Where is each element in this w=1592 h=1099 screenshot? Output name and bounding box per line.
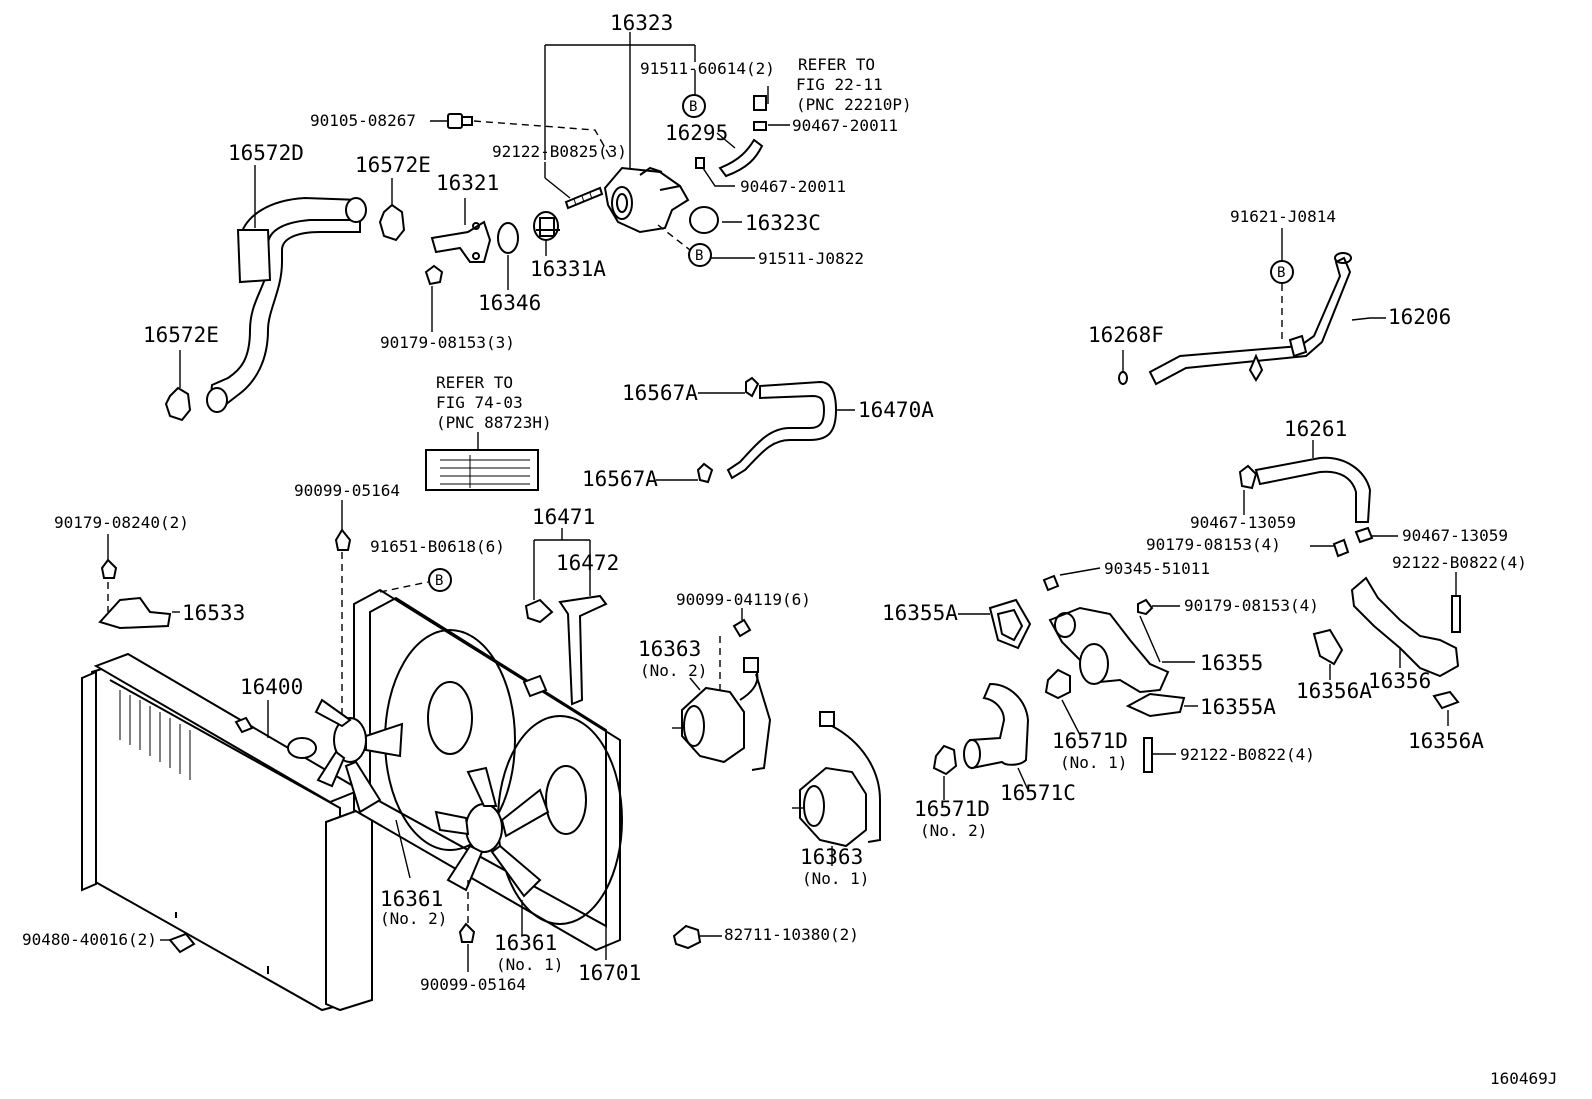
label-90179-08153-4b: 90179-08153(4) [1184, 596, 1319, 615]
label-16363-2-sub: (No. 2) [640, 661, 707, 680]
label-90467-20011-a: 90467-20011 [792, 116, 898, 135]
label-refer-22-line1: REFER TO [798, 55, 875, 74]
label-16361-2-sub: (No. 2) [380, 909, 447, 928]
label-16572E-bot: 16572E [143, 323, 219, 347]
label-92122-B0825: 92122-B0825(3) [492, 142, 627, 161]
label-16567A-b: 16567A [582, 467, 658, 491]
label-16572D: 16572D [228, 141, 304, 165]
fan-blades-group [314, 698, 550, 972]
bypass-hose-16470A-group [656, 376, 855, 484]
label-16356A-a: 16356A [1296, 679, 1372, 703]
label-91651-B0618: 91651-B0618(6) [370, 537, 505, 556]
label-91511-J0822: 91511-J0822 [758, 249, 864, 268]
label-82711-10380: 82711-10380(2) [724, 925, 859, 944]
label-90467-13059-a: 90467-13059 [1190, 513, 1296, 532]
label-refer-74-line1: REFER TO [436, 373, 513, 392]
label-16472: 16472 [556, 551, 619, 575]
label-16567A-a: 16567A [622, 381, 698, 405]
label-90467-13059-b: 90467-13059 [1402, 526, 1508, 545]
label-16361-1: 16361 [494, 931, 557, 955]
label-90099-05164-a: 90099-05164 [294, 481, 400, 500]
fan-motors-group [672, 608, 881, 950]
label-16363-1-sub: (No. 1) [802, 869, 869, 888]
radiator-fins [119, 690, 191, 780]
label-91621-J0814: 91621-J0814 [1230, 207, 1336, 226]
fan-no2-shape [314, 698, 404, 814]
fan-no1-shape [434, 766, 550, 898]
label-refer-74-line3: (PNC 88723H) [436, 413, 552, 432]
label-90179-08240: 90179-08240(2) [54, 513, 189, 532]
label-refer-22-line2: FIG 22-11 [796, 75, 883, 94]
label-16571C: 16571C [1000, 781, 1076, 805]
label-16356: 16356 [1368, 669, 1431, 693]
b-marker-4: B [435, 573, 443, 589]
label-16363-2: 16363 [638, 637, 701, 661]
label-92122-B0822-a: 92122-B0822(4) [1392, 553, 1527, 572]
water-outlet-group [932, 567, 1461, 800]
label-90099-04119: 90099-04119(6) [676, 590, 811, 609]
label-16268F: 16268F [1088, 323, 1164, 347]
diagram-id: 160469J [1490, 1069, 1557, 1088]
label-16295: 16295 [665, 121, 728, 145]
label-90099-05164-b: 90099-05164 [420, 975, 526, 994]
label-refer-22-line3: (PNC 22210P) [796, 95, 912, 114]
water-pipe-16206-group [1118, 228, 1386, 386]
label-16701: 16701 [578, 961, 641, 985]
label-16355: 16355 [1200, 651, 1263, 675]
label-16261: 16261 [1284, 417, 1347, 441]
label-16323C: 16323C [745, 211, 821, 235]
label-refer-74-line2: FIG 74-03 [436, 393, 523, 412]
bolt-90105-shape [447, 113, 473, 129]
water-inlet-16321-shape [430, 220, 492, 263]
label-16361-2: 16361 [380, 887, 443, 911]
upper-hose-shape [206, 196, 367, 413]
label-90179-08153-3: 90179-08153(3) [380, 333, 515, 352]
thermostat-shape [533, 211, 560, 241]
label-16355A-a: 16355A [882, 601, 958, 625]
motor-no2-shape [672, 657, 772, 771]
label-16355A-b: 16355A [1200, 695, 1276, 719]
label-16346: 16346 [478, 291, 541, 315]
label-plate-group [425, 432, 539, 491]
water-inlet-housing-shape [603, 166, 690, 234]
label-16400: 16400 [240, 675, 303, 699]
b-marker-2: B [695, 248, 703, 264]
label-91511-60614: 91511-60614(2) [640, 59, 775, 78]
hose-16261-group [1238, 440, 1398, 558]
stud-92122-shape [564, 186, 604, 210]
label-16571D-1: 16571D [1052, 729, 1128, 753]
label-16361-1-sub: (No. 1) [496, 955, 563, 974]
water-inlet-group [164, 32, 790, 422]
label-16363-1: 16363 [800, 845, 863, 869]
label-90345-51011: 90345-51011 [1104, 559, 1210, 578]
motor-no1-shape [792, 711, 881, 848]
label-16331A: 16331A [530, 257, 606, 281]
label-16571D-2-sub: (No. 2) [920, 821, 987, 840]
label-16356A-b: 16356A [1408, 729, 1484, 753]
label-16470A: 16470A [858, 398, 934, 422]
b-marker-1: B [689, 99, 697, 115]
label-16321: 16321 [436, 171, 499, 195]
label-92122-B0822-b: 92122-B0822(4) [1180, 745, 1315, 764]
label-16471: 16471 [532, 505, 595, 529]
label-16533: 16533 [182, 601, 245, 625]
label-16323: 16323 [610, 11, 673, 35]
label-90467-20011-b: 90467-20011 [740, 177, 846, 196]
label-16206: 16206 [1388, 305, 1451, 329]
label-90480-40016: 90480-40016(2) [22, 930, 157, 949]
label-16571D-2: 16571D [914, 797, 990, 821]
b-marker-3: B [1277, 265, 1285, 281]
label-16572E-top: 16572E [355, 153, 431, 177]
label-90179-08153-4a: 90179-08153(4) [1146, 535, 1281, 554]
label-90105-08267: 90105-08267 [310, 111, 416, 130]
callout-labels: 16323 91511-60614(2) REFER TO FIG 22-11 … [22, 11, 1557, 1088]
label-16571D-1-sub: (No. 1) [1060, 753, 1127, 772]
